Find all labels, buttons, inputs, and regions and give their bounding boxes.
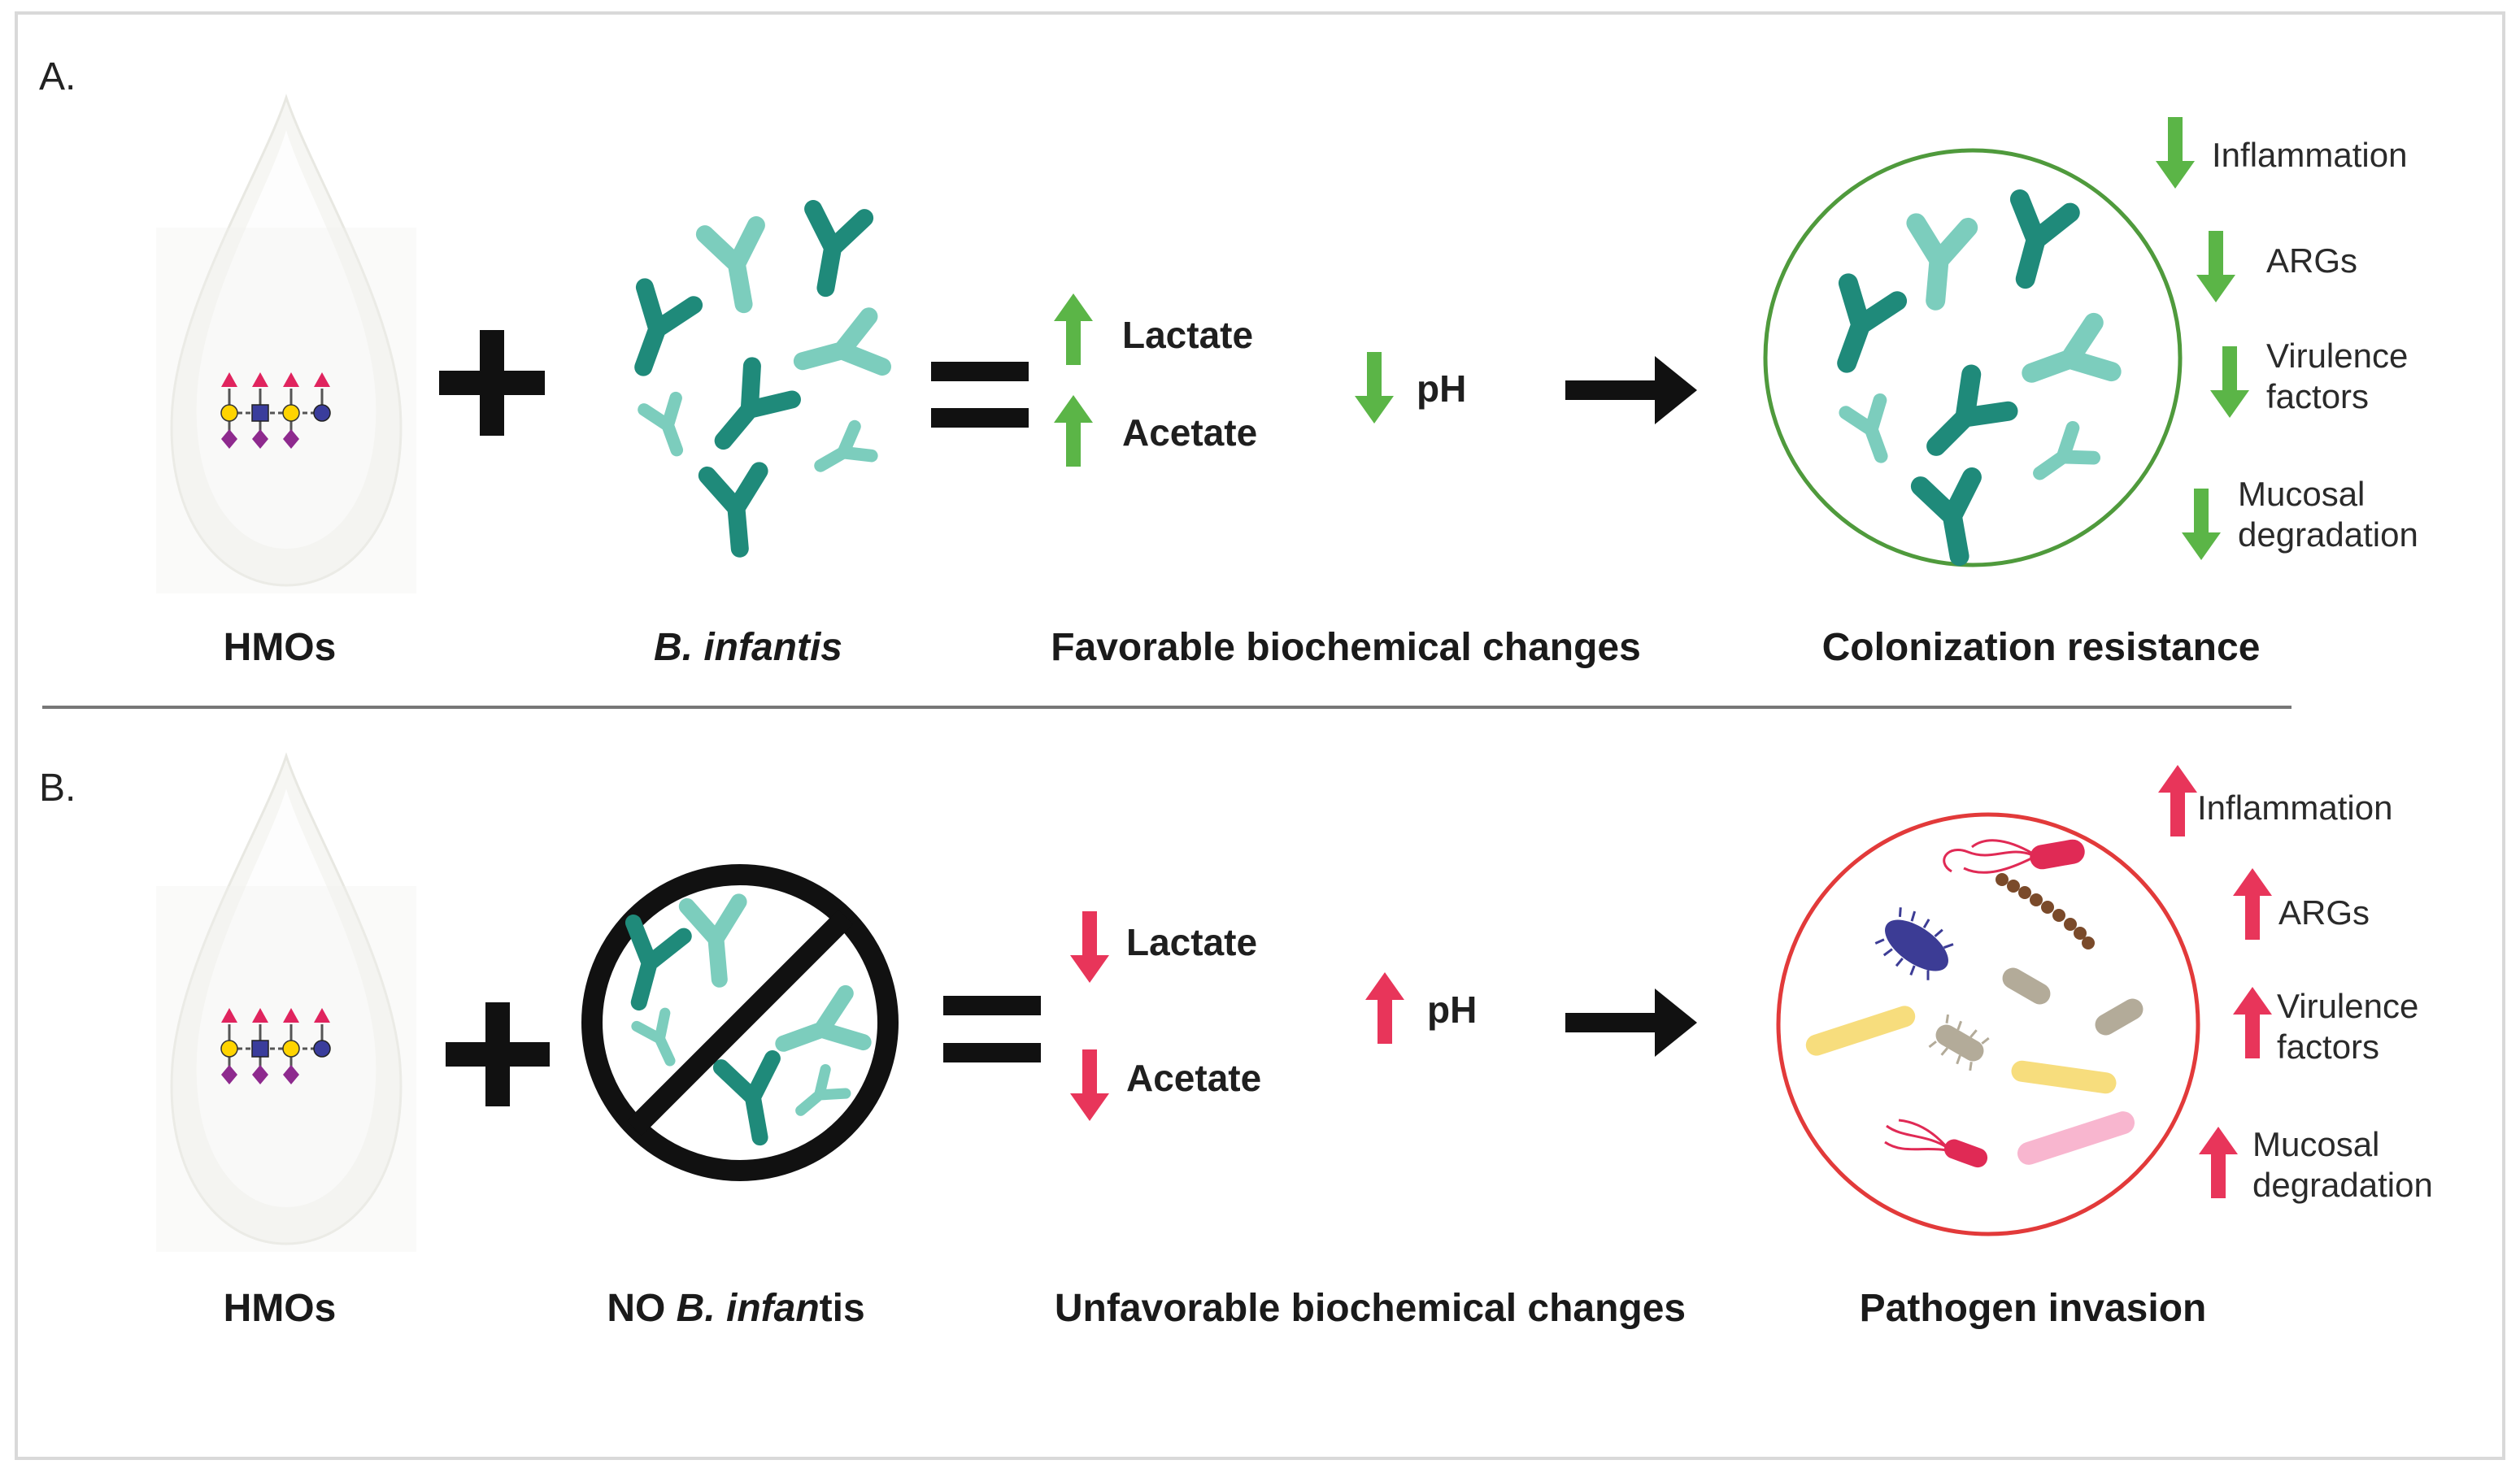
bacterium-icon: [800, 209, 864, 293]
colonization-circle: [1763, 148, 2183, 567]
ph-label-a: pH: [1417, 367, 1466, 410]
caption-binf: B. infan: [677, 1287, 820, 1330]
milk-drop-icon: [155, 96, 418, 595]
caption-changes-a: Favorable biochemical changes: [1051, 626, 1641, 669]
bacterium-icon: [2011, 1060, 2117, 1094]
down-arrow-icon: [2156, 117, 2195, 189]
down-arrow-icon: [1070, 911, 1109, 983]
bifidobacterium-cluster: [619, 209, 882, 551]
up-arrow-icon: [2233, 868, 2272, 940]
arrow-right-icon: [1565, 356, 1697, 424]
degradation-label-a: degradation: [2238, 515, 2418, 554]
args-label-b: ARGs: [2278, 893, 2370, 932]
factors-label-b: factors: [2277, 1028, 2379, 1066]
caption-hmos-b: HMOs: [224, 1287, 337, 1330]
caption-binfantis-a: B. infantis: [654, 626, 842, 669]
pathogen-circle: [1776, 812, 2200, 1236]
caption-no: NO: [607, 1287, 676, 1330]
down-arrow-icon: [1355, 352, 1394, 424]
virulence-label-b: Virulence: [2277, 987, 2418, 1025]
degradation-label-b: degradation: [2252, 1166, 2433, 1204]
up-arrow-icon: [1365, 972, 1404, 1044]
figure-frame: [15, 11, 2505, 1460]
down-arrow-icon: [2182, 489, 2221, 560]
down-arrow-icon: [2210, 346, 2249, 418]
up-arrow-icon: [2233, 987, 2272, 1058]
bacterium-icon: [707, 471, 766, 550]
down-arrow-icon: [2196, 231, 2235, 302]
bacterium-icon: [1874, 907, 1954, 980]
bacterium-icon: [1943, 839, 2085, 874]
up-arrow-icon: [2199, 1127, 2238, 1198]
caption-outcome-b: Pathogen invasion: [1860, 1287, 2207, 1330]
up-arrow-icon: [1054, 395, 1093, 467]
mucosal-label-a: Mucosal: [2238, 475, 2365, 513]
inflammation-label-b: Inflammation: [2197, 789, 2392, 827]
panel-a-letter: A.: [39, 55, 76, 98]
up-arrow-icon: [2158, 765, 2197, 836]
inflammation-label-a: Inflammation: [2212, 136, 2407, 174]
bacterium-icon: [619, 287, 694, 376]
lactate-label-b: Lactate: [1126, 921, 1257, 963]
bacterium-icon: [1884, 1119, 1988, 1168]
caption-tis: tis: [820, 1287, 865, 1330]
mucosal-label-b: Mucosal: [2252, 1125, 2379, 1163]
bacterium-icon: [1996, 873, 2095, 949]
acetate-label-b: Acetate: [1126, 1057, 1261, 1099]
args-label-a: ARGs: [2266, 241, 2357, 280]
bacterium-icon: [705, 225, 769, 309]
bacterium-icon: [2002, 967, 2051, 1005]
bacterium-icon: [1805, 1006, 1916, 1056]
arrow-right-icon: [1565, 989, 1697, 1057]
equals-icon: [943, 996, 1041, 1062]
up-arrow-icon: [1054, 293, 1093, 365]
bacterium-icon: [703, 366, 792, 457]
panel-b-letter: B.: [39, 767, 76, 810]
pathogen-community: [1805, 839, 2144, 1168]
bacterium-icon: [2095, 998, 2144, 1036]
down-arrow-icon: [1070, 1049, 1109, 1121]
caption-outcome-a: Colonization resistance: [1822, 626, 2261, 669]
bacterium-icon: [796, 316, 882, 386]
bacterium-icon: [812, 427, 872, 480]
ph-label-b: pH: [1427, 989, 1477, 1031]
plus-icon: [446, 1002, 550, 1106]
lactate-label-a: Lactate: [1122, 314, 1253, 356]
caption-changes-b: Unfavorable biochemical changes: [1055, 1287, 1686, 1330]
acetate-label-a: Acetate: [1122, 411, 1257, 454]
virulence-label-a: Virulence: [2266, 337, 2408, 375]
caption-hmos-a: HMOs: [224, 626, 337, 669]
bacterium-icon: [1928, 1014, 1990, 1071]
factors-label-a: factors: [2266, 377, 2369, 415]
bacterium-icon: [644, 398, 693, 456]
bacterium-icon: [2017, 1111, 2135, 1165]
milk-drop-icon: [155, 754, 418, 1254]
caption-no-binfantis-b: NO B. infantis: [607, 1287, 864, 1330]
prohibit-icon: [581, 864, 899, 1181]
equals-icon: [931, 362, 1029, 428]
plus-icon: [439, 330, 545, 436]
